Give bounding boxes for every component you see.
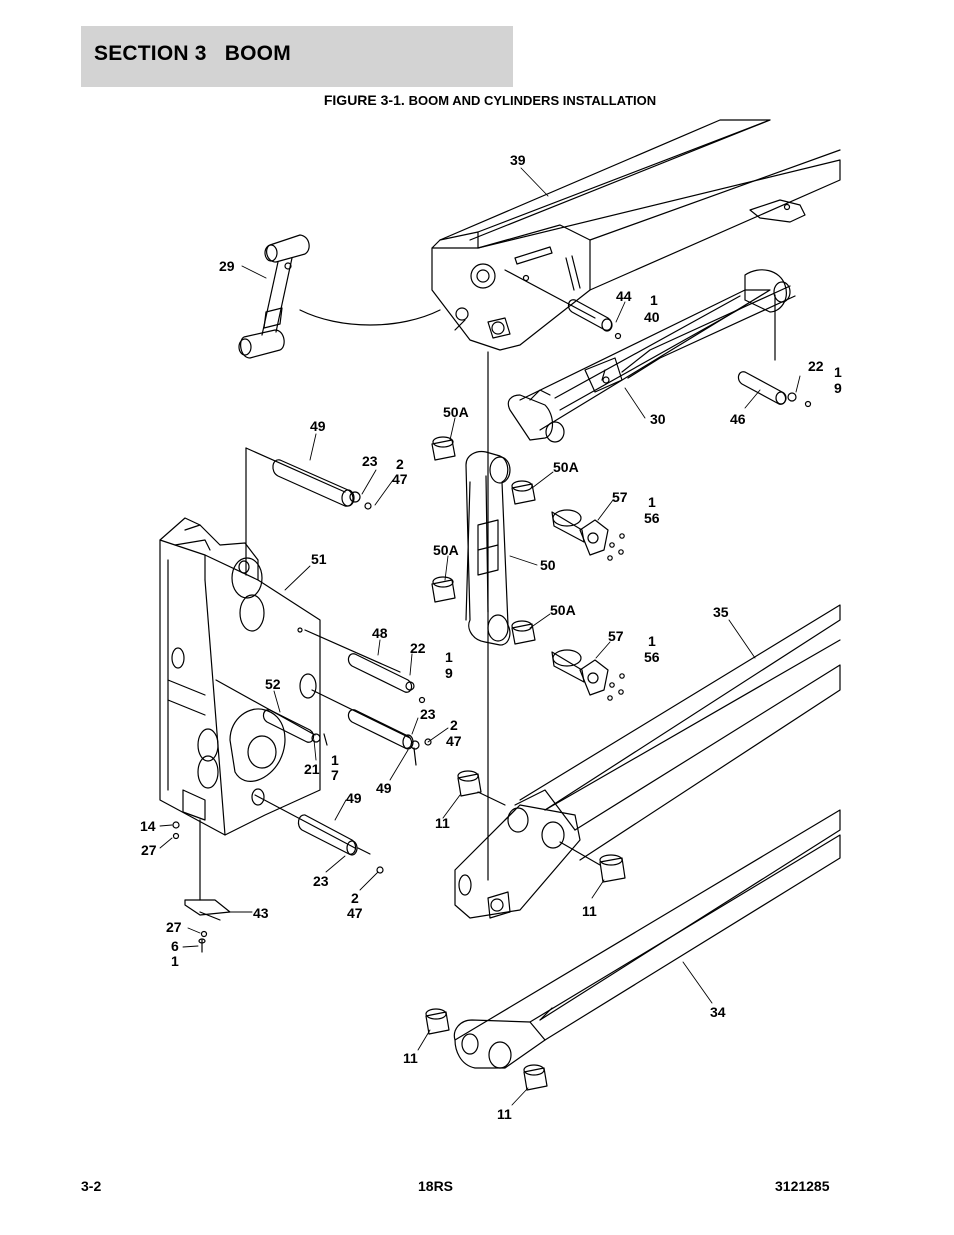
callout-49: 49 [346, 790, 362, 806]
callout-11: 11 [403, 1050, 418, 1066]
callout-50A: 50A [553, 459, 579, 475]
callout-11: 11 [435, 815, 450, 831]
callout-50A: 50A [433, 542, 459, 558]
callout-27: 27 [141, 842, 157, 858]
section-header: SECTION 3 BOOM [81, 26, 513, 87]
callout-56: 56 [644, 510, 660, 526]
callout-50A: 50A [550, 602, 576, 618]
callout-23: 23 [420, 706, 436, 722]
callout-1: 1 [834, 364, 842, 380]
document-number: 3121285 [775, 1178, 830, 1194]
callout-22: 22 [410, 640, 426, 656]
callout-labels: 39 29 44 1 40 22 1 9 30 46 50A 49 23 2 4… [140, 152, 842, 1122]
callout-7: 7 [331, 767, 339, 783]
callout-40: 40 [644, 309, 660, 325]
callout-47: 47 [347, 905, 363, 921]
callout-1: 1 [171, 953, 179, 969]
callout-47: 47 [446, 733, 462, 749]
callout-11: 11 [582, 903, 597, 919]
leader-lines [159, 167, 801, 1106]
callout-57: 57 [608, 628, 624, 644]
pins-57 [551, 509, 625, 701]
callout-23: 23 [362, 453, 378, 469]
callout-39: 39 [510, 152, 526, 168]
plate-43-assembly [172, 819, 231, 953]
callout-23: 23 [313, 873, 329, 889]
link-29 [238, 234, 310, 359]
bushings-50A [431, 436, 536, 645]
callout-50: 50 [540, 557, 556, 573]
pin-49-middle [311, 689, 432, 766]
figure-title: FIGURE 3-1. BOOM AND CYLINDERS INSTALLAT… [0, 92, 954, 108]
pin-46 [737, 294, 812, 408]
figure-number: FIGURE 3-1. [323, 92, 405, 108]
callout-48: 48 [372, 625, 388, 641]
callout-2: 2 [396, 456, 404, 472]
callout-9: 9 [445, 665, 453, 681]
callout-34: 34 [710, 1004, 726, 1020]
callout-9: 9 [834, 380, 842, 396]
callout-47: 47 [392, 471, 408, 487]
lower-boom-35 [454, 604, 841, 919]
callout-1: 1 [648, 633, 656, 649]
callout-52: 52 [265, 676, 281, 692]
callout-50A: 50A [443, 404, 469, 420]
callout-1: 1 [445, 649, 453, 665]
link-50 [465, 450, 511, 646]
callout-1: 1 [331, 752, 339, 768]
link-34 [453, 809, 841, 1069]
lift-cylinder-30 [507, 269, 796, 443]
callout-22: 22 [808, 358, 824, 374]
leader-curve [299, 309, 441, 326]
callout-1: 1 [650, 292, 658, 308]
callout-51: 51 [311, 551, 327, 567]
upper-boom-39 [431, 119, 841, 351]
callout-56: 56 [644, 649, 660, 665]
callout-2: 2 [351, 890, 359, 906]
callout-49: 49 [376, 780, 392, 796]
figure-caption: BOOM AND CYLINDERS INSTALLATION [408, 93, 657, 108]
callout-44: 44 [616, 288, 632, 304]
pin-48 [304, 629, 426, 704]
callout-14: 14 [140, 818, 156, 834]
callout-11: 11 [497, 1106, 512, 1122]
callout-6: 6 [171, 938, 179, 954]
pin-49-top [245, 447, 372, 510]
model-name: 18RS [418, 1178, 454, 1194]
callout-1: 1 [648, 494, 656, 510]
bushings-11 [425, 770, 626, 1091]
callout-43: 43 [253, 905, 269, 921]
callout-27: 27 [166, 919, 182, 935]
callout-2: 2 [450, 717, 458, 733]
page-number: 3-2 [81, 1178, 102, 1194]
pin-44 [504, 269, 622, 340]
callout-29: 29 [219, 258, 235, 274]
callout-21: 21 [304, 761, 320, 777]
callout-49: 49 [310, 418, 326, 434]
callout-35: 35 [713, 604, 729, 620]
pin-52 [215, 679, 328, 746]
upright-51 [159, 517, 321, 836]
callout-57: 57 [612, 489, 628, 505]
callout-46: 46 [730, 411, 746, 427]
pin-49-lower [254, 794, 384, 874]
section-title: SECTION 3 BOOM [94, 42, 291, 65]
callout-30: 30 [650, 411, 666, 427]
